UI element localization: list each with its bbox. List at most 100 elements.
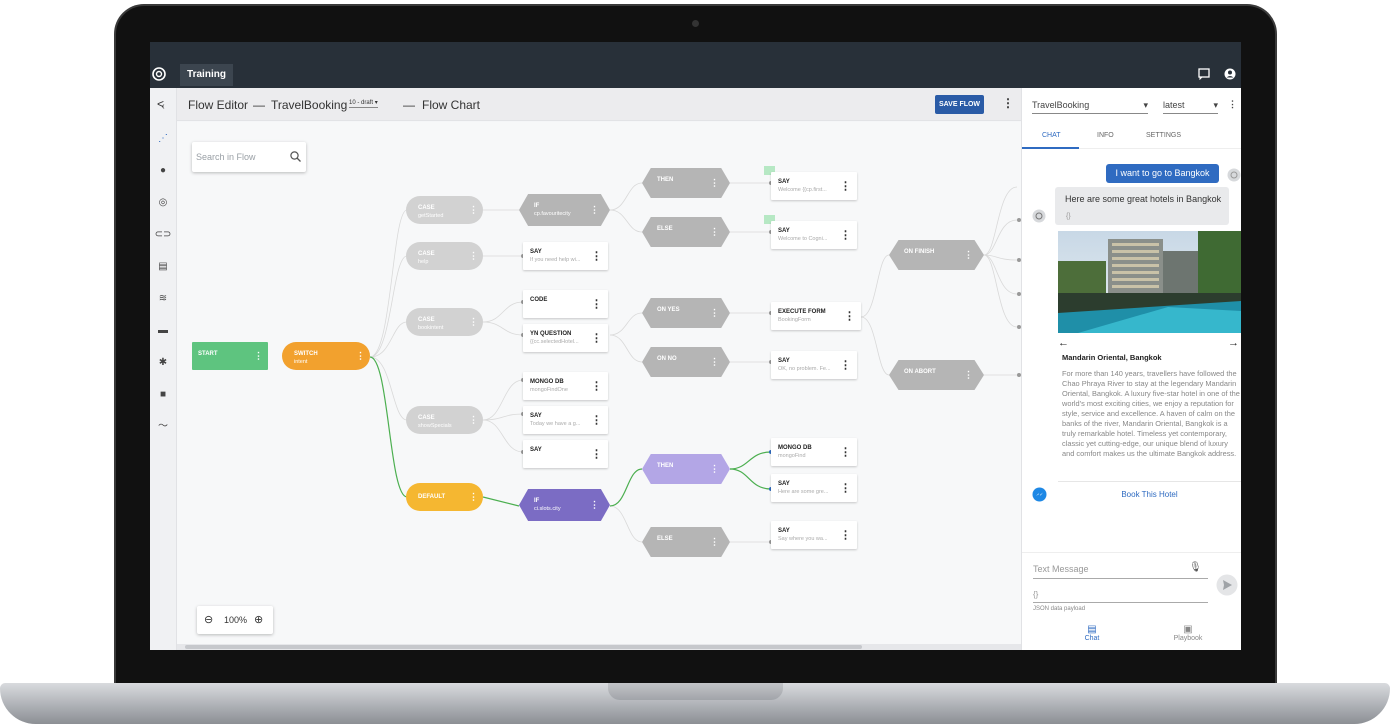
- node-code[interactable]: CODE⋮: [523, 290, 608, 318]
- more-icon[interactable]: ⋮: [590, 499, 599, 510]
- target-icon[interactable]: ◎: [158, 197, 168, 208]
- more-icon[interactable]: ⋮: [964, 369, 973, 380]
- more-icon[interactable]: ⋮: [964, 249, 973, 260]
- book-hotel-button[interactable]: Book This Hotel: [1058, 481, 1241, 506]
- node-then-1[interactable]: THEN⋮: [642, 168, 730, 198]
- trending-icon[interactable]: 〜: [158, 421, 168, 432]
- more-icon[interactable]: ⋮: [591, 298, 602, 311]
- more-icon[interactable]: ⋮: [710, 356, 719, 367]
- more-icon[interactable]: ⋮: [591, 448, 602, 461]
- more-icon[interactable]: ⋮: [591, 380, 602, 393]
- more-icon[interactable]: ⋮: [710, 226, 719, 237]
- more-icon[interactable]: ⋮: [469, 316, 478, 327]
- node-then-2[interactable]: THEN⋮: [642, 454, 730, 484]
- horizontal-scrollbar[interactable]: [177, 644, 1021, 650]
- more-icon[interactable]: ⋮: [469, 250, 478, 261]
- more-icon[interactable]: ⋮: [710, 536, 719, 547]
- bottom-nav-chat[interactable]: ▤ Chat: [1077, 624, 1107, 642]
- version-select-panel[interactable]: latest▾: [1163, 100, 1218, 114]
- layers-icon[interactable]: ≋: [158, 293, 168, 304]
- more-icon[interactable]: ⋮: [840, 359, 851, 372]
- table-icon[interactable]: ▤: [158, 261, 168, 272]
- node-on-yes[interactable]: ON YES⋮: [642, 298, 730, 328]
- flow-select[interactable]: TravelBooking▾: [1032, 100, 1148, 114]
- carousel-prev-icon[interactable]: ←: [1058, 337, 1069, 349]
- more-icon[interactable]: ⋮: [590, 204, 599, 215]
- more-icon[interactable]: ⋮: [840, 529, 851, 542]
- node-start[interactable]: START⋮: [192, 342, 268, 370]
- more-icon[interactable]: ⋮: [591, 332, 602, 345]
- node-say-empty[interactable]: SAY⋮: [523, 440, 608, 468]
- feedback-icon[interactable]: ■: [159, 389, 167, 400]
- more-icon[interactable]: ⋮: [254, 350, 263, 361]
- more-icon[interactable]: ⋮: [840, 229, 851, 242]
- zoom-out-icon[interactable]: ⊖: [204, 614, 214, 626]
- carousel-next-icon[interactable]: →: [1228, 337, 1239, 349]
- search-input[interactable]: Search in Flow: [196, 152, 256, 162]
- microphone-icon[interactable]: 🎙: [1189, 562, 1202, 573]
- more-icon[interactable]: ⋮: [469, 491, 478, 502]
- zoom-in-icon[interactable]: ⊕: [254, 614, 264, 626]
- chat-icon[interactable]: [1198, 68, 1210, 80]
- more-icon[interactable]: ⋮: [469, 204, 478, 215]
- node-else-1[interactable]: ELSE⋮: [642, 217, 730, 247]
- more-icon[interactable]: ⋮: [840, 446, 851, 459]
- node-yn-question[interactable]: YN QUESTION{{cc.selectedHotel...⋮: [523, 324, 608, 352]
- node-on-no[interactable]: ON NO⋮: [642, 347, 730, 377]
- flow-icon[interactable]: ⋰: [158, 133, 168, 144]
- more-icon[interactable]: ⋮: [469, 414, 478, 425]
- more-icon[interactable]: ⋮: [356, 350, 365, 361]
- message-icon[interactable]: ▬: [158, 325, 168, 336]
- node-on-finish[interactable]: ON FINISH⋮: [889, 240, 984, 270]
- more-icon[interactable]: ⋮: [591, 414, 602, 427]
- node-else-2[interactable]: ELSE⋮: [642, 527, 730, 557]
- header-menu-icon[interactable]: ⋮: [1002, 96, 1014, 110]
- more-icon[interactable]: ⋮: [710, 463, 719, 474]
- bottom-nav-playbook[interactable]: ▣ Playbook: [1168, 624, 1208, 642]
- link-icon[interactable]: ⊂⊃: [154, 229, 172, 240]
- more-icon[interactable]: ⋮: [840, 482, 851, 495]
- panel-menu-icon[interactable]: ⋮: [1228, 99, 1237, 109]
- tab-info[interactable]: INFO: [1097, 132, 1114, 139]
- tab-settings[interactable]: SETTINGS: [1146, 132, 1182, 139]
- more-icon[interactable]: ⋮: [591, 250, 602, 263]
- scrollbar-thumb[interactable]: [185, 645, 862, 649]
- header-back-button[interactable]: <: [157, 97, 165, 111]
- save-flow-button[interactable]: SAVE FLOW: [935, 95, 984, 114]
- version-select[interactable]: 10 - draft ▾: [349, 99, 378, 108]
- json-payload-input[interactable]: {}: [1033, 590, 1208, 603]
- node-default[interactable]: DEFAULT⋮: [406, 483, 483, 511]
- more-icon[interactable]: ⋮: [710, 177, 719, 188]
- gear-icon[interactable]: ✱: [158, 357, 168, 368]
- back-icon[interactable]: ‹: [161, 101, 165, 112]
- tab-training[interactable]: Training: [180, 64, 233, 86]
- more-icon[interactable]: ⋮: [710, 307, 719, 318]
- search-box[interactable]: Search in Flow: [192, 142, 306, 172]
- tab-chat[interactable]: CHAT: [1042, 132, 1061, 139]
- node-on-abort[interactable]: ON ABORT⋮: [889, 360, 984, 390]
- send-button[interactable]: [1216, 574, 1238, 596]
- text-message-input[interactable]: Text Message: [1033, 564, 1208, 579]
- more-icon[interactable]: ⋮: [840, 180, 851, 193]
- account-icon[interactable]: [1224, 68, 1236, 80]
- info-icon[interactable]: ●: [159, 165, 167, 176]
- more-icon[interactable]: ⋮: [844, 310, 855, 323]
